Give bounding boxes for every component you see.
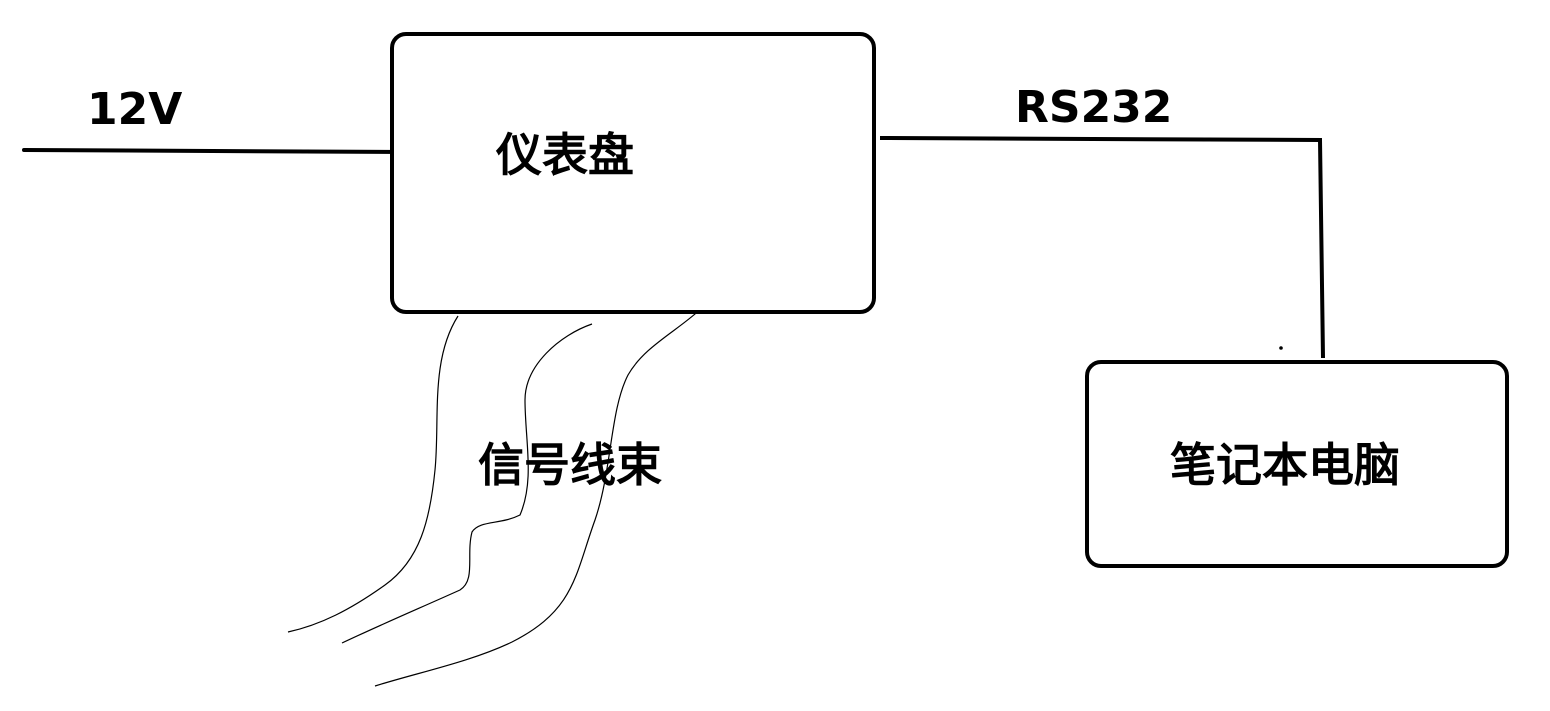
- laptop-box: [1085, 360, 1509, 568]
- harness-wire-3: [374, 304, 706, 687]
- power-label: 12V: [87, 84, 183, 135]
- harness-wire-2: [341, 323, 593, 644]
- laptop-label: 笔记本电脑: [1170, 438, 1400, 492]
- harness-wire-1: [287, 315, 459, 633]
- rs232-line: [879, 136, 1325, 359]
- rs232-label: RS232: [1015, 82, 1173, 133]
- power-line: [22, 148, 410, 154]
- dashboard-box: [390, 32, 876, 314]
- harness-label: 信号线束: [478, 438, 662, 492]
- dashboard-label: 仪表盘: [496, 128, 634, 182]
- stray-dot: [1279, 346, 1283, 350]
